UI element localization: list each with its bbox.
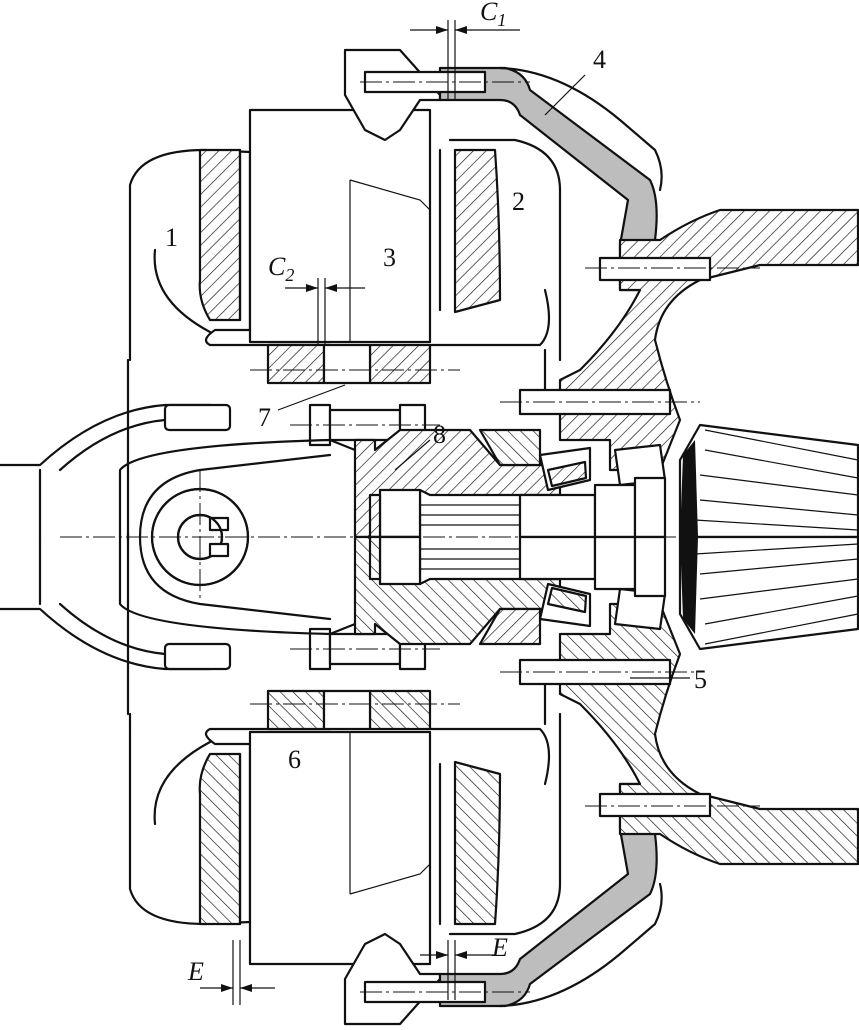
label-c2: C2 <box>268 252 294 285</box>
label-part-2: 2 <box>512 187 525 216</box>
dimension-c2 <box>285 278 365 345</box>
label-part-6: 6 <box>288 745 301 774</box>
label-part-5: 5 <box>694 665 707 694</box>
label-e-top: E <box>491 933 508 962</box>
upper-half-section <box>0 48 859 587</box>
dimension-e-top <box>420 940 495 1000</box>
leader-8 <box>394 439 431 471</box>
label-part-7: 7 <box>258 403 271 432</box>
label-e-bottom: E <box>187 957 204 986</box>
lower-half-section <box>0 487 859 1026</box>
dimension-e-bottom <box>200 940 275 1005</box>
label-c1: C1 <box>480 0 506 30</box>
label-part-4: 4 <box>593 45 606 74</box>
leader-4 <box>544 74 586 116</box>
dimension-c1 <box>410 20 520 100</box>
label-part-1: 1 <box>165 223 178 252</box>
label-part-3: 3 <box>383 243 396 272</box>
leader-7 <box>277 384 346 411</box>
label-part-8: 8 <box>433 420 446 449</box>
